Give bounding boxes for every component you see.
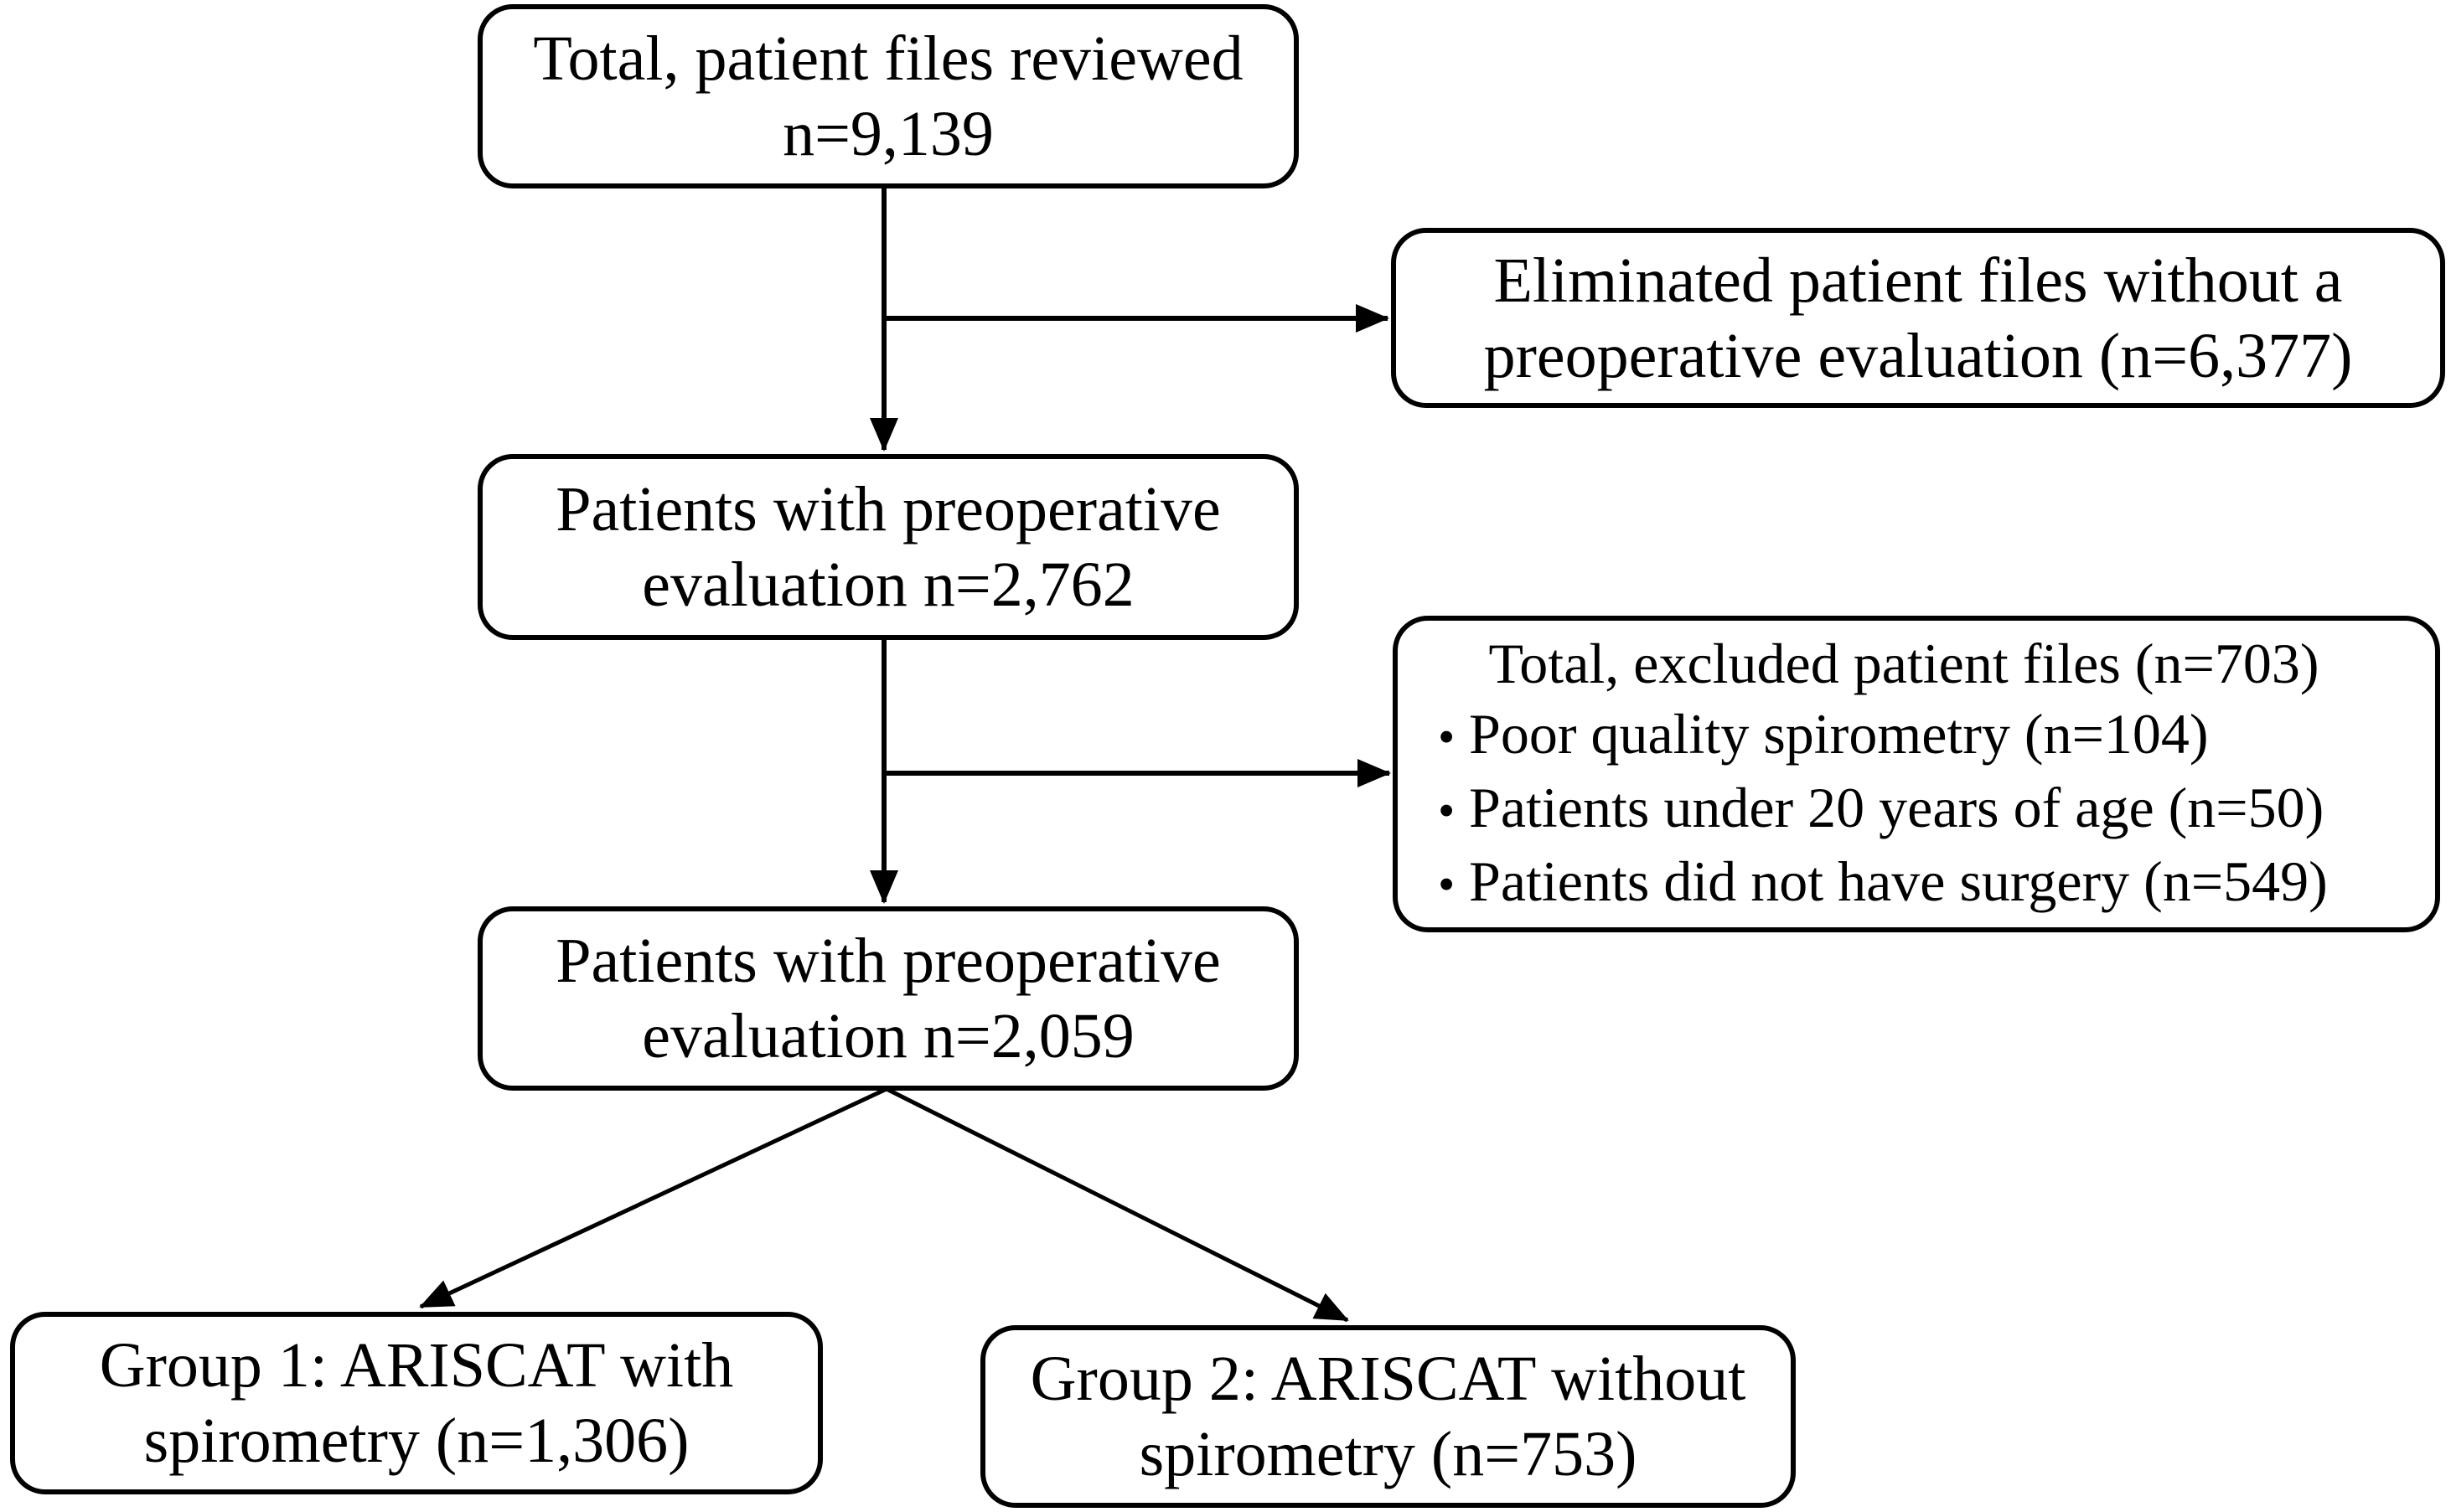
group2-line2: spirometry (n=753) [1139, 1419, 1637, 1489]
arrow-to-group1 [419, 1086, 888, 1309]
group2-line1: Group 2: ARISCAT without [1030, 1344, 1746, 1414]
group1-line1: Group 1: ARISCAT with [99, 1330, 734, 1401]
excluded-item: • Patients under 20 years of age (n=50) [1398, 772, 2410, 846]
group1-line2: spirometry (n=1,306) [143, 1406, 690, 1476]
group1-box: Group 1: ARISCAT with spirometry (n=1,30… [10, 1312, 823, 1494]
arrow-to-group2 [885, 1086, 1349, 1323]
preop-2762-line2: evaluation n=2,762 [642, 550, 1135, 620]
bullet-icon: • [1438, 710, 1456, 764]
eliminated-box: Eliminated patient files without a preop… [1391, 228, 2445, 408]
bullet-icon: • [1438, 783, 1456, 838]
excluded-title: Total, excluded patient files (n=703) [1488, 632, 2319, 695]
total-reviewed-count: n=9,139 [783, 99, 994, 169]
eliminated-line2: preoperative evaluation (n=6,377) [1483, 320, 2353, 391]
preop-evaluation-2059-box: Patients with preoperative evaluation n=… [478, 906, 1299, 1091]
excluded-item: • Poor quality spirometry (n=104) [1398, 699, 2410, 772]
excluded-item-text: Patients did not have surgery (n=549) [1469, 849, 2328, 913]
excluded-item: • Patients did not have surgery (n=549) [1398, 846, 2410, 920]
excluded-item-text: Poor quality spirometry (n=104) [1469, 702, 2209, 766]
group2-box: Group 2: ARISCAT without spirometry (n=7… [980, 1325, 1796, 1508]
excluded-box: Total, excluded patient files (n=703) • … [1393, 616, 2440, 932]
preop-2762-line1: Patients with preoperative [556, 474, 1221, 544]
bullet-icon: • [1438, 857, 1456, 911]
excluded-item-text: Patients under 20 years of age (n=50) [1469, 776, 2324, 839]
preop-2059-line2: evaluation n=2,059 [642, 1001, 1135, 1071]
preop-evaluation-2762-box: Patients with preoperative evaluation n=… [478, 454, 1299, 640]
eliminated-line1: Eliminated patient files without a [1493, 245, 2343, 316]
preop-2059-line1: Patients with preoperative [556, 926, 1221, 996]
total-reviewed-box: Total, patient files reviewed n=9,139 [478, 4, 1299, 188]
total-reviewed-line1: Total, patient files reviewed [533, 23, 1244, 94]
